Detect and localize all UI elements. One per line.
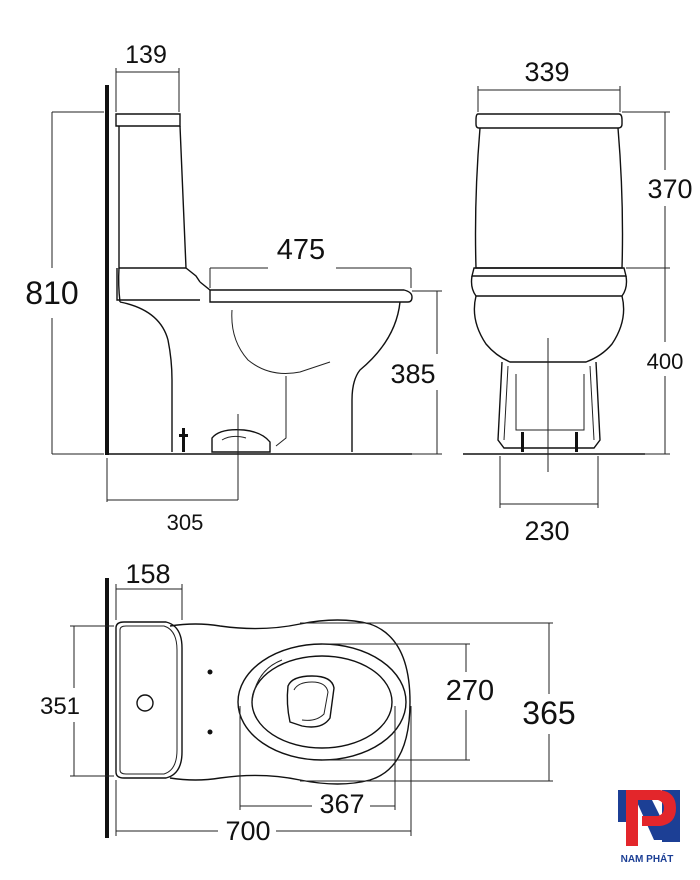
front-tank-width-label: 339 xyxy=(524,57,569,87)
side-bowl-length-label: 475 xyxy=(277,234,325,266)
side-total-height-label: 810 xyxy=(25,275,78,311)
front-base-height-label: 400 xyxy=(647,349,684,374)
top-tank-depth-label: 158 xyxy=(125,559,170,589)
side-tank-depth-label: 139 xyxy=(125,41,167,69)
brand-logo: NAM PHÁT xyxy=(618,790,680,865)
top-overall-length-label: 700 xyxy=(225,816,270,846)
front-foot-width-label: 230 xyxy=(524,516,569,546)
top-seat-width-label: 270 xyxy=(446,675,494,707)
side-rough-in-label: 305 xyxy=(167,510,204,535)
side-seat-height-label: 385 xyxy=(390,359,435,389)
side-view: 139 810 475 385 305 xyxy=(25,41,442,535)
brand-name: NAM PHÁT xyxy=(621,852,674,865)
top-overall-width-label: 365 xyxy=(522,695,575,731)
front-view: 339 370 400 230 xyxy=(463,57,693,546)
top-view: 158 351 270 365 367 700 xyxy=(40,559,576,846)
front-tank-height-label: 370 xyxy=(647,174,692,204)
top-tank-width-label: 351 xyxy=(40,693,80,720)
top-seat-length-label: 367 xyxy=(319,789,364,819)
